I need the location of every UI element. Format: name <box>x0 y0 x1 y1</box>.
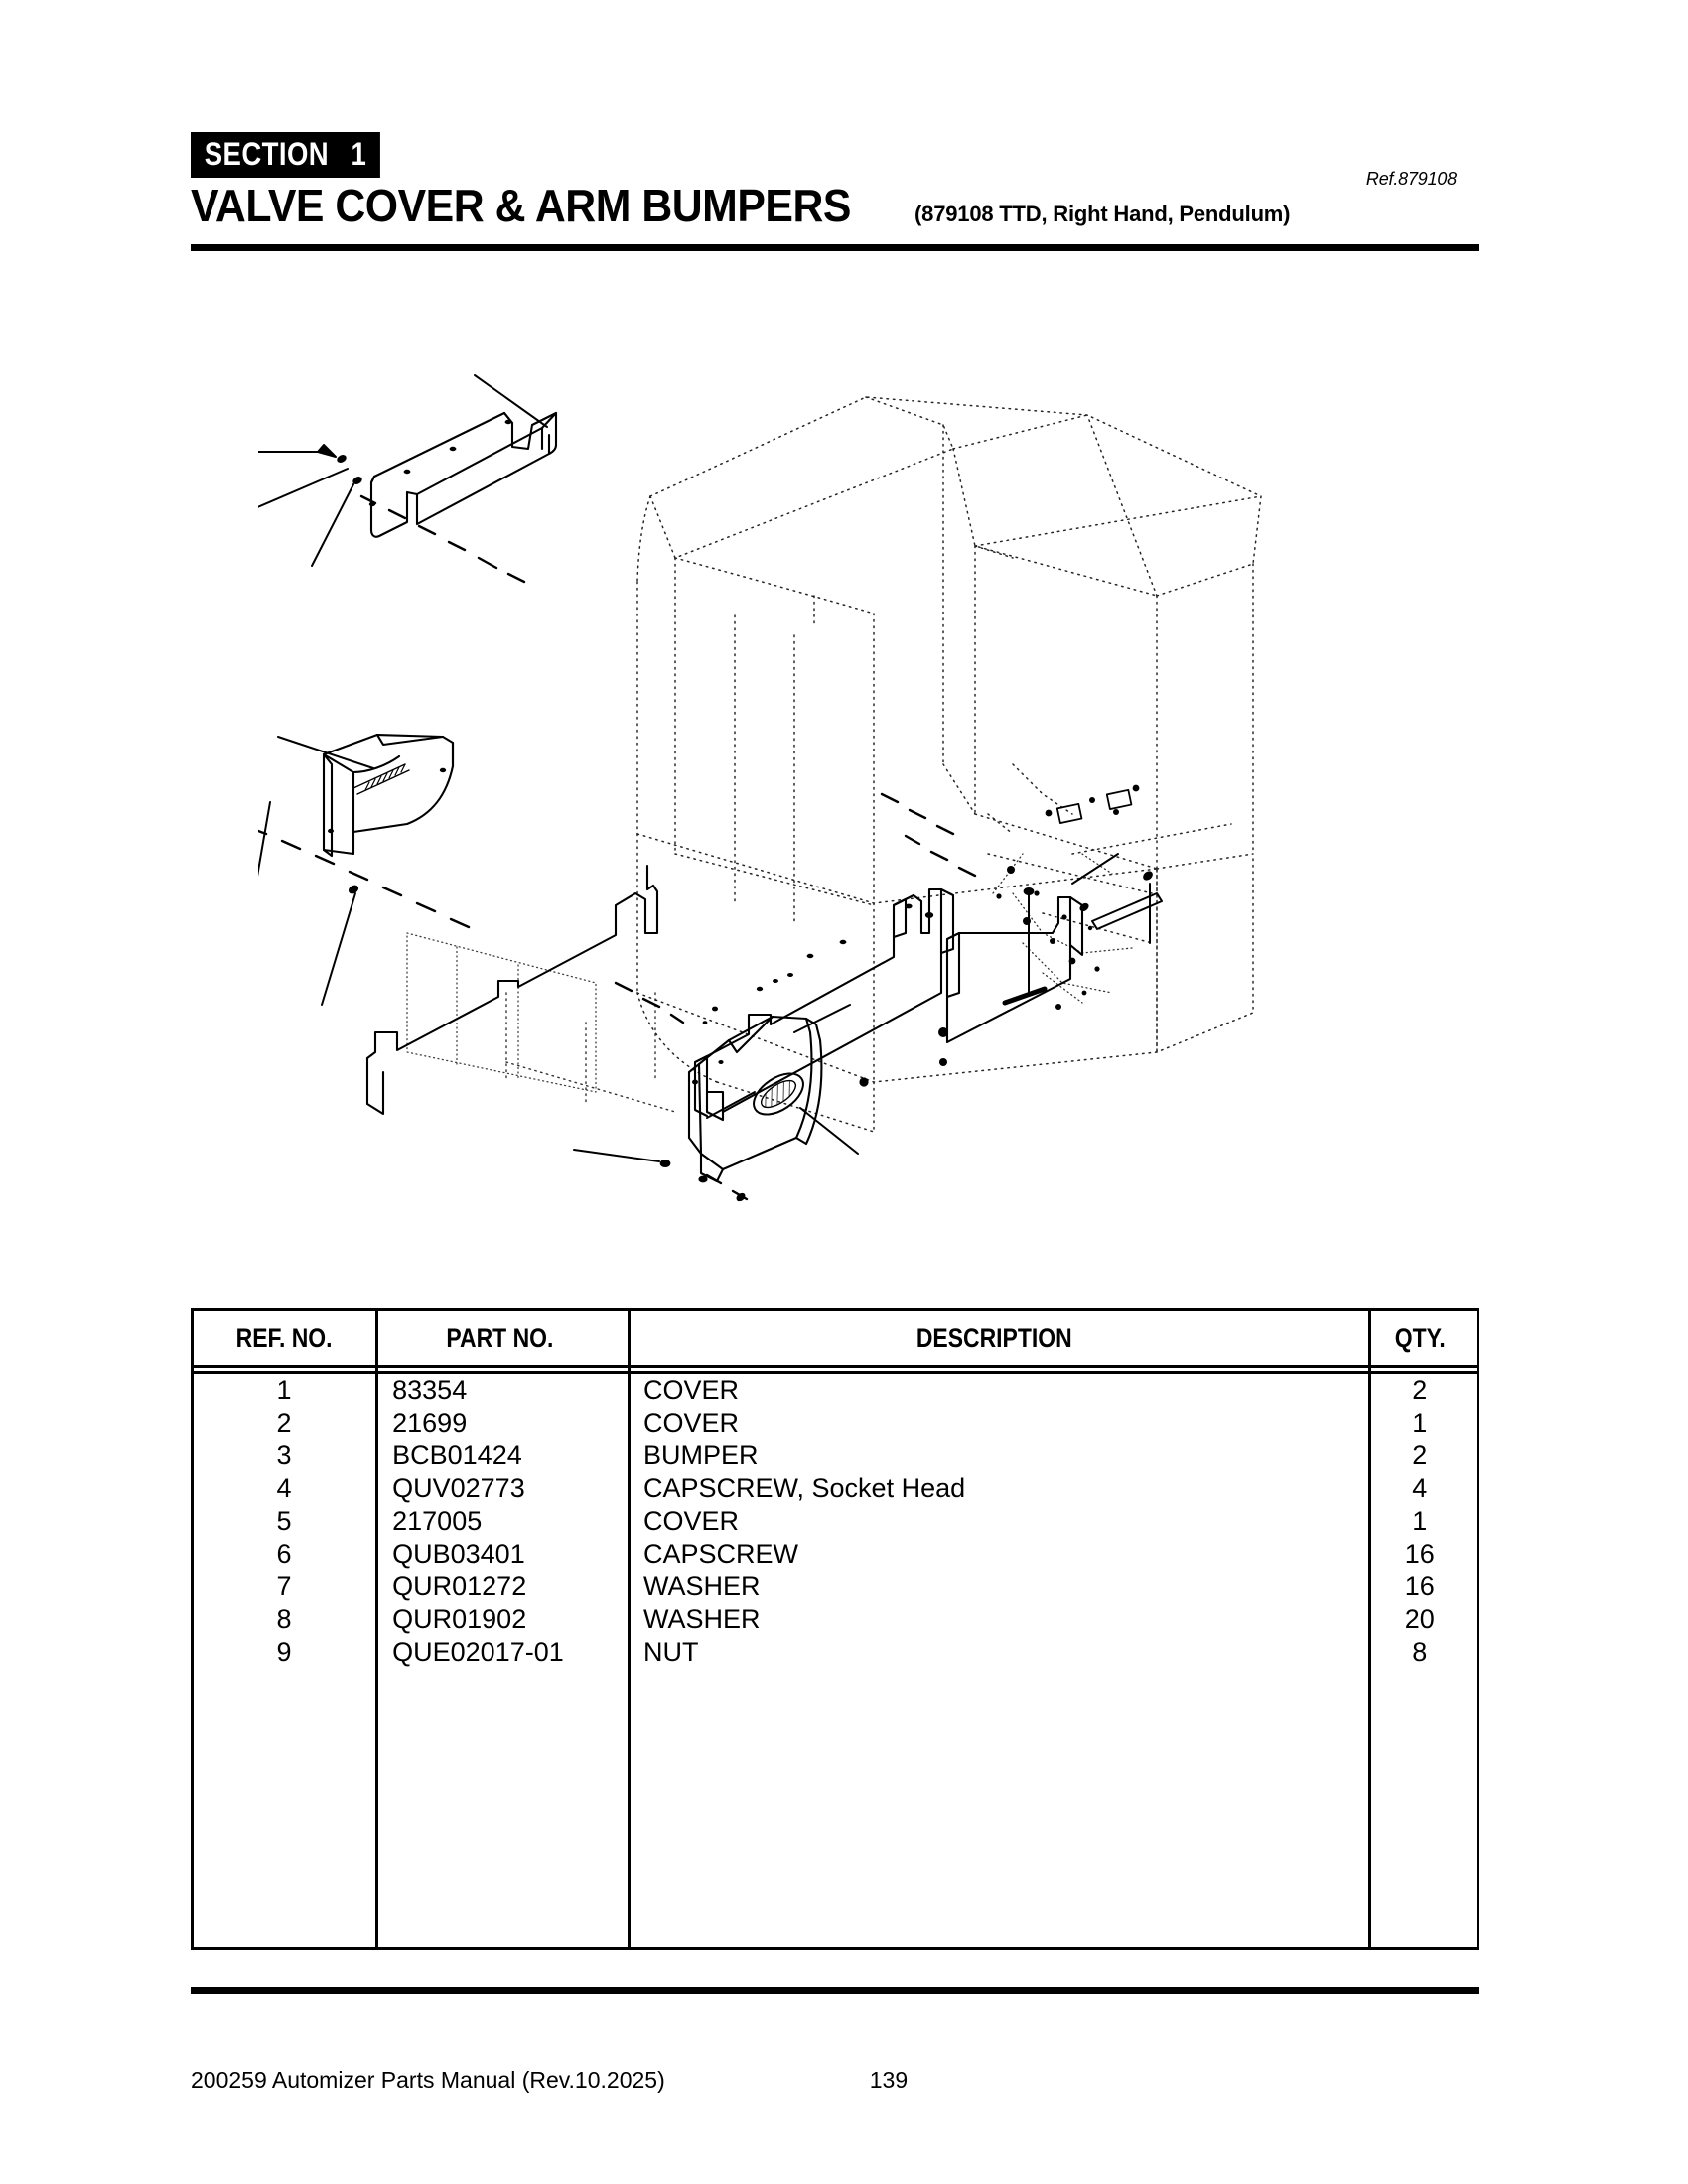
column-header-ref-no: REF. NO. <box>235 1322 333 1353</box>
part-description: COVER <box>643 1375 740 1405</box>
part-number: 217005 <box>392 1506 483 1536</box>
part-number: 83354 <box>392 1375 468 1405</box>
section-badge: SECTION 1 <box>191 132 380 178</box>
part-description: COVER <box>643 1408 740 1437</box>
part-description: BUMPER <box>643 1440 759 1470</box>
column-header-part-no: PART NO. <box>446 1322 554 1353</box>
page-subtitle: (879108 TTD, Right Hand, Pendulum) <box>914 202 1291 226</box>
table-row: 2 21699 COVER 1 <box>194 1407 1477 1439</box>
part-ref-no: 8 <box>276 1604 292 1634</box>
table-row: 3 BCB01424 BUMPER 2 <box>194 1439 1477 1472</box>
section-label: SECTION <box>204 136 330 172</box>
part-qty: 1 <box>1412 1506 1428 1536</box>
part-number: QUR01902 <box>392 1604 527 1634</box>
table-row: 9 QUE02017-01 NUT 8 <box>194 1636 1477 1669</box>
page-footer: 200259 Automizer Parts Manual (Rev.10.20… <box>191 2067 1479 2094</box>
reference-code: Ref.879108 <box>1365 169 1457 189</box>
part-qty: 8 <box>1412 1637 1428 1667</box>
part-ref-no: 3 <box>276 1440 292 1470</box>
part-description: WASHER <box>643 1604 761 1634</box>
part-ref-no: 1 <box>276 1375 292 1405</box>
table-row: 4 QUV02773 CAPSCREW, Socket Head 4 <box>194 1472 1477 1505</box>
part-ref-no: 4 <box>276 1473 292 1503</box>
part-description: COVER <box>643 1506 740 1536</box>
part-number: QUB03401 <box>392 1539 525 1569</box>
exploded-assembly-diagram <box>258 298 1489 1241</box>
parts-table: REF. NO. PART NO. DESCRIPTION QTY. 1 8335… <box>191 1308 1479 1950</box>
part-ref-no: 6 <box>276 1539 292 1569</box>
table-row: 5 217005 COVER 1 <box>194 1505 1477 1538</box>
part-ref-no: 2 <box>276 1408 292 1437</box>
part-number: BCB01424 <box>392 1440 522 1470</box>
part-qty: 1 <box>1412 1408 1428 1437</box>
part-number: QUE02017-01 <box>392 1637 564 1667</box>
part-qty: 16 <box>1404 1571 1435 1601</box>
part-description: CAPSCREW, Socket Head <box>643 1473 966 1503</box>
part-qty: 20 <box>1404 1604 1435 1634</box>
column-header-description: DESCRIPTION <box>915 1322 1072 1353</box>
table-row: 8 QUR01902 WASHER 20 <box>194 1603 1477 1636</box>
header-divider <box>191 244 1479 251</box>
part-qty: 2 <box>1412 1440 1428 1470</box>
section-number: 1 <box>351 136 367 172</box>
part-ref-no: 9 <box>276 1637 292 1667</box>
part-ref-no: 5 <box>276 1506 292 1536</box>
part-qty: 4 <box>1412 1473 1428 1503</box>
part-qty: 2 <box>1412 1375 1428 1405</box>
part-description: NUT <box>643 1637 699 1667</box>
column-divider-2 <box>628 1311 631 1947</box>
part-ref-no: 7 <box>276 1571 292 1601</box>
table-row: 7 QUR01272 WASHER 16 <box>194 1570 1477 1603</box>
column-header-qty: QTY. <box>1394 1322 1446 1353</box>
table-header-row: REF. NO. PART NO. DESCRIPTION QTY. <box>194 1311 1477 1365</box>
table-row: 1 83354 COVER 2 <box>194 1374 1477 1407</box>
part-description: WASHER <box>643 1571 761 1601</box>
part-qty: 16 <box>1404 1539 1435 1569</box>
header-rule-bottom <box>194 1371 1477 1374</box>
part-number: QUR01272 <box>392 1571 527 1601</box>
part-description: CAPSCREW <box>643 1539 799 1569</box>
part-number: 21699 <box>392 1408 468 1437</box>
table-row: 6 QUB03401 CAPSCREW 16 <box>194 1538 1477 1570</box>
column-divider-3 <box>1368 1311 1371 1947</box>
footer-document-title: 200259 Automizer Parts Manual (Rev.10.20… <box>191 2067 665 2093</box>
footer-divider <box>191 1987 1479 1994</box>
footer-page-number: 139 <box>869 2067 909 2093</box>
part-number: QUV02773 <box>392 1473 525 1503</box>
header-rule-top <box>194 1365 1477 1368</box>
column-divider-1 <box>375 1311 378 1947</box>
page-title: VALVE COVER & ARM BUMPERS <box>191 180 851 231</box>
page-title-row: VALVE COVER & ARM BUMPERS (879108 TTD, R… <box>191 183 1290 228</box>
